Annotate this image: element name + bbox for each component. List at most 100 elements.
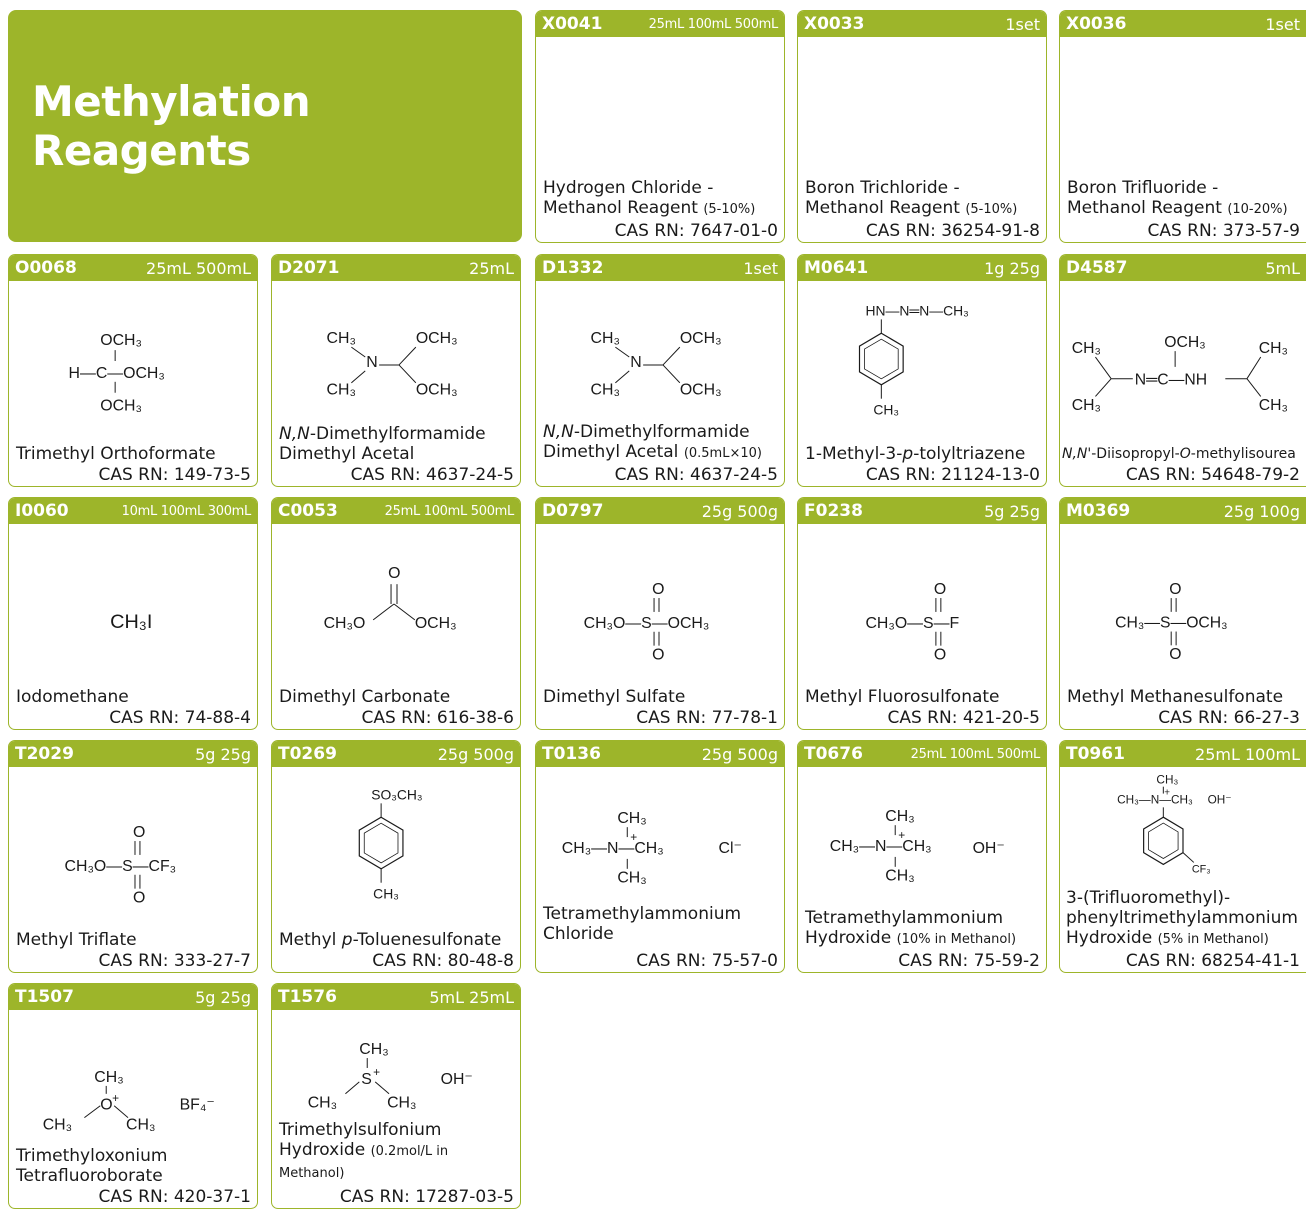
svg-text:H—C—OCH₃: H—C—OCH₃ (69, 365, 165, 382)
svg-text:+: + (373, 1065, 380, 1079)
cas-number: CAS RN: 421-20-5 (887, 708, 1040, 728)
structure-diagram: CH₃ N CH₃ OCH₃ OCH₃ (272, 285, 520, 435)
product-card-d1332[interactable]: D1332 1set CH₃ N CH₃ OCH₃ OCH₃ N,N-Dimet… (535, 254, 785, 487)
card-header: D4587 5mL (1060, 255, 1306, 281)
svg-text:Cl⁻: Cl⁻ (719, 840, 742, 857)
product-card-c0053[interactable]: C0053 25mL 100mL 500mL O CH₃O OCH₃ Dimet… (271, 497, 521, 730)
svg-text:HN—N═N—CH₃: HN—N═N—CH₃ (865, 302, 968, 318)
svg-text:CH₃: CH₃ (373, 886, 399, 902)
product-name: N,N'-Diisopropyl-O-methylisourea (1062, 446, 1296, 462)
cas-number: CAS RN: 74-88-4 (109, 708, 251, 728)
card-header: T0136 25g 500g (536, 741, 784, 767)
card-header: M0369 25g 100g (1060, 498, 1306, 524)
svg-text:+: + (630, 830, 637, 844)
package-sizes: 5mL (1265, 258, 1300, 278)
product-card-t1507[interactable]: T1507 5g 25g CH₃ O + CH₃ CH₃ BF₄⁻ Trimet… (8, 983, 258, 1209)
structure-diagram: CH₃ + CH₃—N—CH₃ CH₃ OH⁻ (798, 771, 1046, 921)
product-name: Methyl Methanesulfonate (1067, 687, 1284, 707)
product-code: I0060 (15, 501, 69, 521)
svg-text:CH₃: CH₃ (387, 1095, 416, 1112)
product-card-f0238[interactable]: F0238 5g 25g O CH₃O—S—F O Methyl Fluoros… (797, 497, 1047, 730)
product-card-t2029[interactable]: T2029 5g 25g O CH₃O—S—CF₃ O Methyl Trifl… (8, 740, 258, 973)
product-name: Tetramethylammonium Chloride (543, 904, 742, 944)
card-header: T2029 5g 25g (9, 741, 257, 767)
product-name: Dimethyl Carbonate (279, 687, 451, 707)
card-header: I0060 10mL 100mL 300mL (9, 498, 257, 524)
product-card-t1576[interactable]: T1576 5mL 25mL CH₃ S + CH₃ CH₃ OH⁻ Trime… (271, 983, 521, 1209)
package-sizes: 5g 25g (195, 987, 251, 1007)
cas-number: CAS RN: 21124-13-0 (865, 465, 1040, 485)
svg-text:OH⁻: OH⁻ (1208, 792, 1232, 806)
card-header: D1332 1set (536, 255, 784, 281)
package-sizes: 1set (1265, 14, 1300, 34)
svg-text:CH₃: CH₃ (617, 870, 646, 887)
svg-text:CH₃: CH₃ (591, 382, 620, 399)
cas-number: CAS RN: 616-38-6 (361, 708, 514, 728)
svg-text:N: N (366, 354, 377, 371)
package-sizes: 10mL 100mL 300mL (121, 503, 252, 519)
svg-text:O: O (100, 1097, 112, 1114)
product-card-t0676[interactable]: T0676 25mL 100mL 500mL CH₃ + CH₃—N—CH₃ C… (797, 740, 1047, 973)
svg-text:+: + (898, 828, 905, 842)
product-name: N,N-Dimethylformamide Dimethyl Acetal (0… (543, 422, 762, 462)
svg-text:CH₃: CH₃ (1156, 773, 1178, 787)
product-code: D4587 (1066, 258, 1128, 278)
product-card-o0068[interactable]: O0068 25mL 500mL OCH₃ H—C—OCH₃ OCH₃ Trim… (8, 254, 258, 487)
product-card-x0033[interactable]: X0033 1set Boron Trichloride - Methanol … (797, 10, 1047, 243)
product-card-t0136[interactable]: T0136 25g 500g CH₃ + CH₃—N—CH₃ CH₃ Cl⁻ T… (535, 740, 785, 973)
svg-text:OCH₃: OCH₃ (416, 382, 458, 399)
product-code: C0053 (278, 501, 338, 521)
svg-text:CH₃O—S—OCH₃: CH₃O—S—OCH₃ (584, 615, 710, 632)
package-sizes: 1set (1005, 14, 1040, 34)
product-card-m0641[interactable]: M0641 1g 25g HN—N═N—CH₃ CH₃ 1-Methyl-3-p… (797, 254, 1047, 487)
structure-diagram: CH₃ S + CH₃ CH₃ OH⁻ (272, 1014, 520, 1114)
svg-text:BF₄⁻: BF₄⁻ (180, 1097, 215, 1114)
product-card-d2071[interactable]: D2071 25mL CH₃ N CH₃ OCH₃ OCH₃ N,N-Dimet… (271, 254, 521, 487)
svg-text:CH₃: CH₃ (43, 1117, 72, 1134)
cas-number: CAS RN: 333-27-7 (98, 951, 251, 971)
product-name: Trimethyl Orthoformate (16, 444, 216, 464)
product-name: Iodomethane (16, 687, 129, 707)
product-card-x0041[interactable]: X0041 25mL 100mL 500mL Hydrogen Chloride… (535, 10, 785, 243)
svg-text:CH₃: CH₃ (591, 330, 620, 347)
structure-diagram: CH₃ + CH₃—N—CH₃ CH₃ Cl⁻ (536, 771, 784, 921)
svg-text:CH₃: CH₃ (126, 1117, 155, 1134)
structure-diagram: O CH₃O—S—OCH₃ O (536, 528, 784, 678)
product-card-m0369[interactable]: M0369 25g 100g O CH₃—S—OCH₃ O Methyl Met… (1059, 497, 1306, 730)
product-card-i0060[interactable]: I0060 10mL 100mL 300mL CH₃I Iodomethane … (8, 497, 258, 730)
product-name: Hydrogen Chloride - Methanol Reagent (5-… (543, 178, 756, 218)
product-card-d0797[interactable]: D0797 25g 500g O CH₃O—S—OCH₃ O Dimethyl … (535, 497, 785, 730)
product-name: Boron Trichloride - Methanol Reagent (5-… (805, 178, 1018, 218)
svg-text:CH₃I: CH₃I (110, 611, 152, 633)
svg-text:CH₃: CH₃ (885, 868, 914, 885)
svg-text:CH₃—N—CH₃: CH₃—N—CH₃ (1117, 792, 1193, 806)
product-code: M0369 (1066, 501, 1131, 521)
cas-number: CAS RN: 36254-91-8 (865, 221, 1040, 241)
product-card-t0269[interactable]: T0269 25g 500g SO₃CH₃ CH₃ Methyl p-Tolue… (271, 740, 521, 973)
product-card-t0961[interactable]: T0961 25mL 100mL CH₃ CH₃—N—CH₃ + OH⁻ CF₃… (1059, 740, 1306, 973)
svg-text:O: O (388, 565, 400, 582)
product-card-d4587[interactable]: D4587 5mL CH₃ CH₃ N═C—NH OCH₃ CH₃ CH₃ N,… (1059, 254, 1306, 487)
svg-text:CH₃: CH₃ (1072, 340, 1101, 357)
card-header: T1576 5mL 25mL (272, 984, 520, 1010)
structure-diagram: HN—N═N—CH₃ CH₃ (798, 285, 1046, 435)
card-header: O0068 25mL 500mL (9, 255, 257, 281)
structure-diagram: CH₃ CH₃ N═C—NH OCH₃ CH₃ CH₃ (1060, 285, 1306, 435)
cas-number: CAS RN: 4637-24-5 (614, 465, 778, 485)
product-code: T0676 (804, 744, 863, 764)
cas-number: CAS RN: 75-57-0 (636, 951, 778, 971)
package-sizes: 5g 25g (984, 501, 1040, 521)
product-card-x0036[interactable]: X0036 1set Boron Trifluoride - Methanol … (1059, 10, 1306, 243)
structure-diagram: CH₃ N CH₃ OCH₃ OCH₃ (536, 285, 784, 435)
package-sizes: 25mL 100mL (1195, 744, 1300, 764)
svg-text:OCH₃: OCH₃ (100, 332, 142, 349)
product-name: Tetramethylammonium Hydroxide (10% in Me… (805, 908, 1017, 948)
package-sizes: 25mL (469, 258, 514, 278)
structure-diagram: CH₃ CH₃—N—CH₃ + OH⁻ CF₃ (1060, 771, 1306, 886)
product-code: X0041 (542, 14, 603, 34)
svg-text:CH₃O—S—CF₃: CH₃O—S—CF₃ (65, 858, 177, 875)
product-code: M0641 (804, 258, 869, 278)
svg-text:O: O (652, 647, 664, 664)
product-code: T0961 (1066, 744, 1125, 764)
package-sizes: 25mL 500mL (146, 258, 251, 278)
